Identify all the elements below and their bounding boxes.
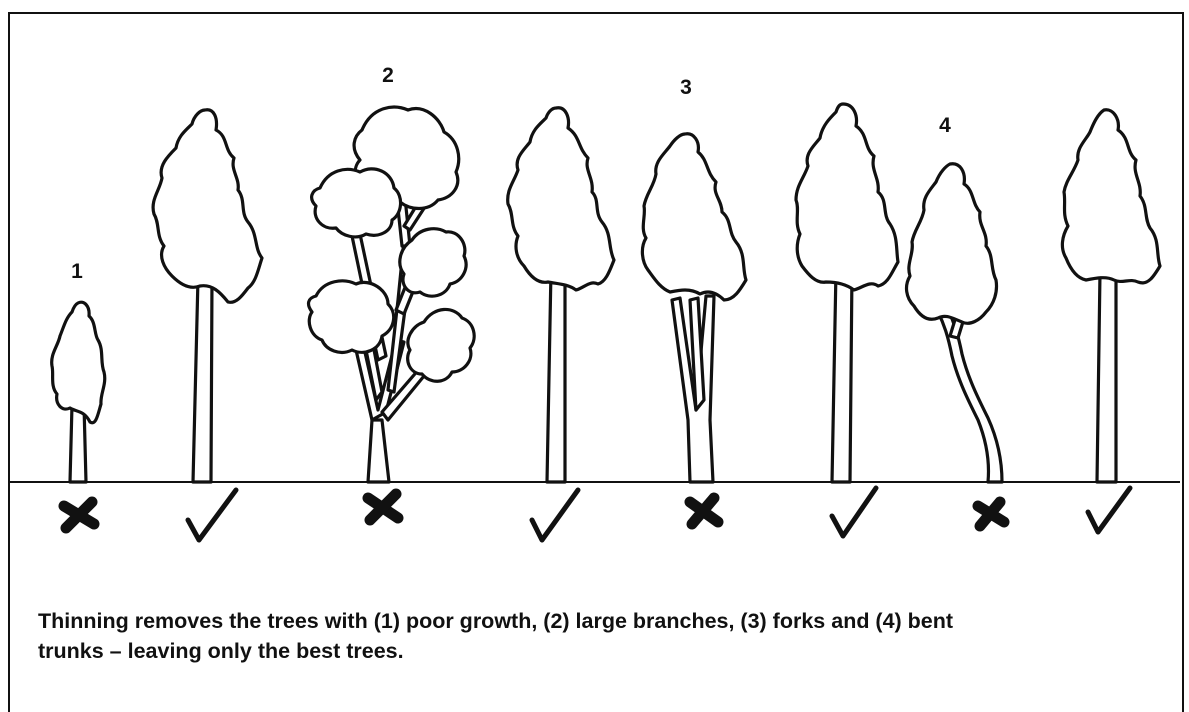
checkmark-icon (188, 490, 236, 540)
tree-label-4: 4 (939, 114, 951, 137)
tree-label-3: 3 (680, 76, 692, 99)
tree-good-3 (796, 104, 898, 482)
cross-icon (64, 502, 94, 528)
caption-line-1: Thinning removes the trees with (1) poor… (38, 609, 953, 633)
caption-line-2: trunks – leaving only the best trees. (38, 639, 404, 663)
tree-good-2 (508, 108, 614, 482)
checkmark-icon (532, 490, 578, 540)
cross-icon (368, 494, 398, 520)
cross-icon (690, 498, 718, 524)
checkmark-icon (832, 488, 876, 536)
tree-label-1: 1 (71, 260, 83, 283)
figure-caption: Thinning removes the trees with (1) poor… (38, 606, 1158, 666)
tree-good-1 (153, 110, 262, 482)
tree-large-branches: 2 (309, 64, 475, 482)
cross-icon (978, 502, 1004, 526)
tree-good-4 (1062, 110, 1160, 482)
tree-poor-growth: 1 (52, 260, 105, 482)
tree-label-2: 2 (382, 64, 394, 87)
tree-forked: 3 (642, 76, 746, 482)
tree-bent-trunk: 4 (907, 114, 1002, 482)
checkmark-icon (1088, 488, 1130, 532)
